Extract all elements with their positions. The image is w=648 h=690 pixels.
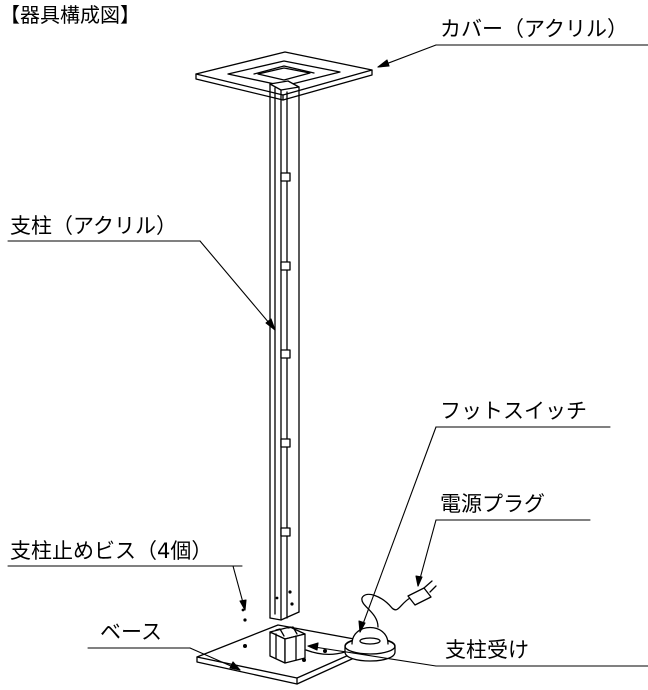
label-pillar: 支柱（アクリル） [10,214,177,238]
pillar-receiver-part [270,627,305,663]
label-power-plug: 電源プラグ [440,492,545,516]
label-base: ベース [100,620,162,644]
pillar-part [270,81,299,620]
power-plug-part [408,581,436,605]
pillar-tabs [281,173,290,536]
label-cover: カバー（アクリル） [440,17,628,41]
label-pillar-screws: 支柱止めビス（4個） [10,539,213,563]
leader-lines [8,45,648,670]
cover-part [196,52,372,100]
label-foot-switch: フットスイッチ [440,399,587,423]
label-pillar-receiver: 支柱受け [445,638,529,662]
diagram-title: 【器具構成図】 [0,3,140,27]
foot-switch-part [306,594,410,661]
